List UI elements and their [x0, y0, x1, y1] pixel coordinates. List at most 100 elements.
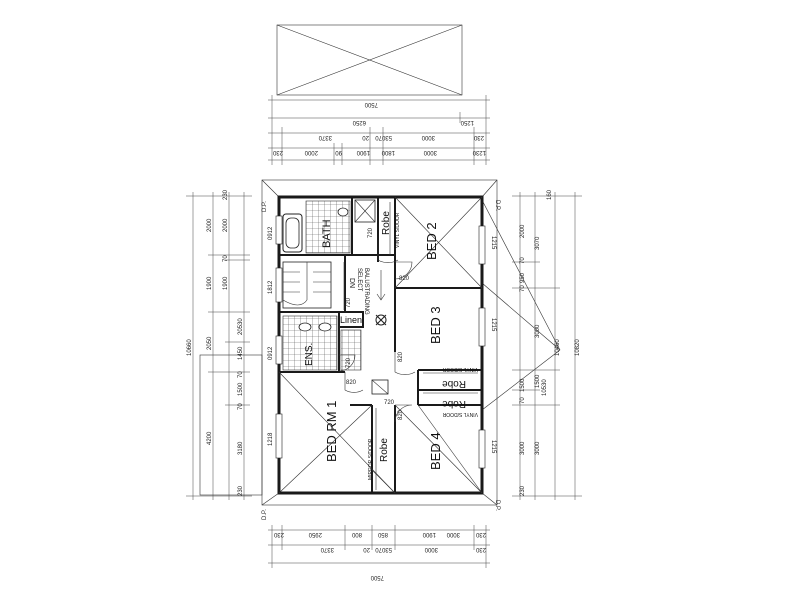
dim-right-inner: 3000: [520, 441, 526, 455]
dim-top-1250: 1250: [460, 119, 474, 125]
room-linen-label: Linen: [340, 315, 362, 325]
window-label: 1215: [490, 318, 496, 332]
dim-bottom: 53070: [375, 546, 392, 552]
room-ens-label: ENS.: [304, 343, 315, 366]
dim-left-outer: 10660: [187, 339, 193, 356]
stair-dn-label: DN: [348, 278, 355, 288]
dim-left-inner: 20530: [238, 318, 244, 335]
sliding-doors: [375, 202, 478, 490]
manhole-icon: [371, 379, 389, 395]
balustrading-label-2: BALUSTRADING: [363, 268, 369, 315]
door-label: 820: [399, 276, 410, 282]
corner-dp-bl: D.P.: [262, 509, 268, 520]
dim-bottom: 850: [377, 531, 388, 537]
staircase: [282, 261, 345, 310]
left-dimensions: 10660 2000 1900 2050 4200 230 2000 70 19…: [186, 189, 252, 500]
eave-outline: D.P. D.P. D.P. D.P.: [199, 179, 561, 520]
dim-top-53070: 53070: [375, 134, 392, 140]
dim-bottom: 3370: [320, 546, 334, 552]
door-label: 820: [398, 409, 404, 420]
window-label: 1215: [490, 236, 496, 250]
dim-left-inner: 70: [238, 371, 244, 378]
dim-top-7500: 7500: [364, 101, 378, 107]
dim-left-mid: 2000: [207, 218, 213, 232]
bathtub: [282, 213, 303, 253]
dim-top-2000: 2000: [304, 149, 318, 155]
dim-bottom: 230: [273, 531, 284, 537]
top-dimensions: 7500 6250 1250 3370 20 53070 3000 230 23…: [268, 95, 490, 165]
dim-top-20: 20: [362, 134, 369, 140]
upper-roof-outline: [276, 24, 463, 96]
vinyl-door-mid2-label: VINYL S/DOOR: [442, 411, 478, 417]
room-labels: BATH Robe VINYL S/DOOR BED 2 DN SELECT B…: [304, 211, 478, 480]
dim-right-detail: 950: [520, 272, 526, 283]
room-robe-mid2-label: Robe: [442, 398, 466, 409]
room-bath-label: BATH: [321, 219, 333, 248]
dim-top-3000b: 3000: [423, 149, 437, 155]
mirror-door-label: MIRROR S/DOOR: [368, 438, 374, 480]
dim-left-inner: 70: [238, 403, 244, 410]
dim-right-detail: 160: [547, 189, 553, 200]
dim-top-90: 90: [335, 149, 342, 155]
shower-icon: [354, 199, 376, 223]
window-labels: 0912 1812 0912 1218 1215 1215 1215: [268, 226, 496, 454]
window-label: 1218: [268, 432, 274, 446]
window-label: 0912: [268, 226, 274, 240]
dim-bottom: 7500: [370, 574, 384, 580]
room-robe-mid1-label: Robe: [442, 378, 466, 389]
dim-right-inner: 3000: [535, 324, 541, 338]
window-label: 0912: [268, 346, 274, 360]
dim-right-inner: 3000: [535, 441, 541, 455]
dim-right-detail: 70: [520, 285, 526, 292]
door-label: 720: [346, 357, 352, 368]
dim-right-mid: 10460: [555, 339, 561, 356]
toilet-icon: [298, 207, 349, 332]
door-label: 820: [398, 351, 404, 362]
dim-left-mid: 2050: [207, 336, 213, 350]
dim-right-inner: 3070: [535, 236, 541, 250]
door-label: 720: [384, 400, 395, 406]
dim-bottom: 3000: [424, 546, 438, 552]
dim-right-detail: 10530: [542, 379, 548, 396]
dim-bottom: 230: [475, 546, 486, 552]
dim-right-detail: 2000: [520, 224, 526, 238]
room-bed1-label: BED RM 1: [324, 401, 339, 462]
dim-right-outer: 10820: [575, 339, 581, 356]
corner-dp-tl: D.P.: [262, 201, 268, 212]
internal-walls: [279, 197, 482, 493]
smoke-detector-icon: [375, 270, 387, 326]
corner-dp-br: D.P.: [494, 500, 500, 511]
dim-bottom: 800: [351, 531, 362, 537]
dim-top-1230: 1230: [472, 149, 486, 155]
room-bed3-label: BED 3: [428, 306, 443, 344]
balustrading-label-1: SELECT: [356, 268, 362, 292]
dim-right-detail: 70: [520, 397, 526, 404]
dim-top-3000: 3000: [421, 134, 435, 140]
dim-left-inner: 1450: [238, 346, 244, 360]
dim-bottom: 230: [475, 531, 486, 537]
door-label: 720: [346, 297, 352, 308]
dim-right-detail: 70: [520, 257, 526, 264]
dim-top-1800: 1800: [381, 149, 395, 155]
room-bed2-label: BED 2: [424, 222, 439, 260]
dim-bottom: 3000: [446, 531, 460, 537]
dim-left-inner: 3180: [238, 441, 244, 455]
dim-left-inner: 1500: [238, 382, 244, 396]
window-label: 1812: [268, 280, 274, 294]
ceiling-lines: [278, 196, 483, 494]
window-label: 1215: [490, 440, 496, 454]
right-dimensions: 10820 10460 3070 3000 3000 3000 160 2000…: [512, 189, 582, 500]
dim-right-detail: 230: [520, 485, 526, 496]
dim-top-3370: 3370: [318, 134, 332, 140]
door-label: 820: [346, 380, 357, 386]
dim-top-1900: 1900: [356, 149, 370, 155]
dim-left-inner: 70: [223, 255, 229, 262]
dim-left-mid: 4200: [207, 431, 213, 445]
dim-bottom: 1900: [422, 531, 436, 537]
dim-right-detail: 1500: [535, 374, 541, 388]
dim-left-inner: 2000: [223, 218, 229, 232]
dim-left-inner: 230: [238, 485, 244, 496]
dim-top-230b: 230: [272, 149, 283, 155]
door-label: 720: [368, 227, 374, 238]
